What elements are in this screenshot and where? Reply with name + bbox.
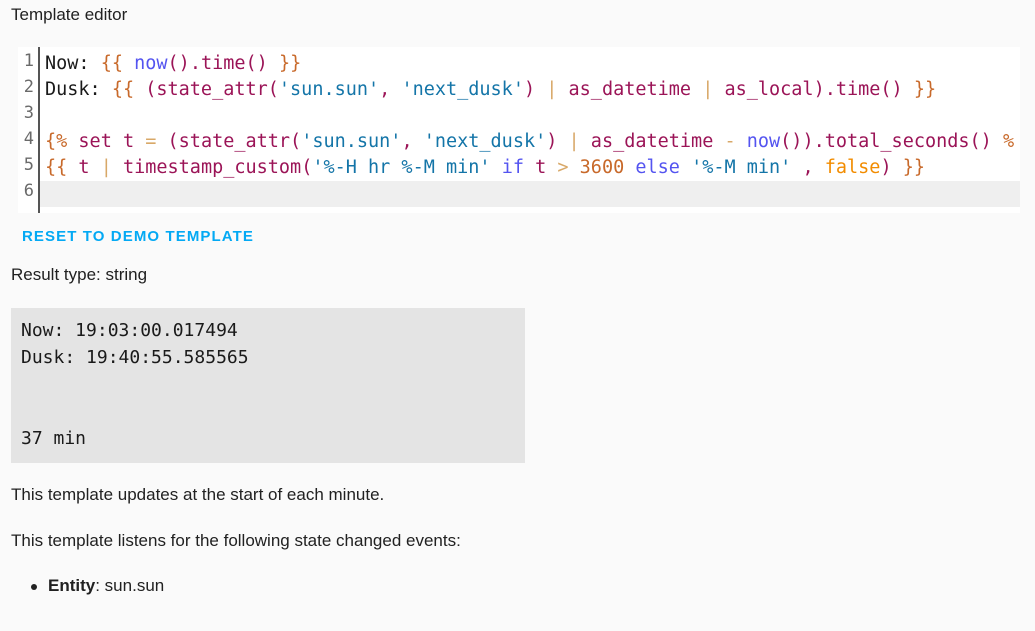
code-token: | [702,79,714,100]
code-editor[interactable]: 1 2 3 4 5 6 Now: {{ now().time() }}Dusk:… [18,47,1020,213]
code-token: | [568,131,580,152]
code-token: ) [546,131,569,152]
code-token: > [557,157,569,178]
code-token: - [724,131,736,152]
code-line[interactable] [40,181,1020,207]
code-token: 'next_dusk' [423,131,547,152]
code-token [569,157,580,178]
code-token: '%-H hr %-M min' [312,157,491,178]
code-token: now [746,131,781,152]
code-token: {{ [45,157,68,178]
listener-label: Entity [48,576,96,595]
code-token: 'sun.sun' [278,79,380,100]
code-line[interactable] [45,103,1020,129]
code-token: ) [523,79,547,100]
listener-value: : sun.sun [95,576,165,595]
code-token: 3600 [579,157,625,178]
code-token [123,53,134,74]
code-token: ()).total_seconds() [780,131,1003,152]
code-token: false [824,157,881,178]
code-token: (state_attr( [134,79,279,100]
code-line[interactable]: Dusk: {{ (state_attr('sun.sun', 'next_du… [45,77,1020,103]
code-token: 'next_dusk' [401,79,524,100]
code-token [680,157,691,178]
code-token: Now: [45,53,101,74]
code-token: t [523,157,558,178]
line-number: 2 [23,77,34,97]
code-token: t [67,157,101,178]
code-token: as_datetime [579,131,725,152]
code-token: }} [913,79,937,100]
result-output-box: Now: 19:03:00.017494 Dusk: 19:40:55.5855… [11,308,525,463]
code-line[interactable]: {% set t = (state_attr('sun.sun', 'next_… [45,129,1020,155]
line-number: 3 [23,103,34,123]
listens-info: This template listens for the following … [11,531,461,550]
code-token: | [100,157,112,178]
code-line[interactable]: Now: {{ now().time() }} [45,51,1020,77]
code-token: , [379,79,402,100]
code-token: as_local).time() [713,79,914,100]
code-token: ) [880,157,903,178]
code-token: if [501,157,524,178]
code-token: timestamp_custom( [111,157,313,178]
line-number: 6 [23,181,34,201]
page-title: Template editor [11,5,128,24]
code-token: now [134,53,168,74]
line-number-gutter: 1 2 3 4 5 6 [18,47,40,213]
code-token: ().time() [167,53,279,74]
line-number: 5 [23,155,34,175]
code-line[interactable]: {{ t | timestamp_custom('%-H hr %-M min'… [45,155,1020,181]
code-token: }} [902,157,926,178]
code-token [624,157,635,178]
code-token: set t [67,131,146,152]
code-token: {{ [111,79,135,100]
update-info: This template updates at the start of ea… [11,485,385,504]
listener-item: Entity: sun.sun [30,576,165,596]
code-content[interactable]: Now: {{ now().time() }}Dusk: {{ (state_a… [40,51,1020,207]
code-token: {{ [100,53,123,74]
reset-to-demo-template-button[interactable]: RESET TO DEMO TEMPLATE [22,228,254,245]
code-token: , [401,131,424,152]
code-token: {% [45,131,68,152]
code-token: else [635,157,680,178]
code-token [736,131,747,152]
code-token: = [145,131,157,152]
code-token: % [1002,131,1015,152]
result-output: Now: 19:03:00.017494 Dusk: 19:40:55.5855… [21,320,249,449]
result-type: Result type: string [11,265,148,284]
code-token: as_datetime [557,79,703,100]
code-token: (state_attr( [156,131,302,152]
code-token: }} [278,53,302,74]
code-token: 'sun.sun' [301,131,402,152]
code-token: , [791,157,825,178]
code-token: | [546,79,558,100]
code-token: '%-M min' [691,157,792,178]
line-number: 4 [23,129,34,149]
code-token: Dusk: [45,79,112,100]
line-number: 1 [23,51,34,71]
code-token [491,157,502,178]
